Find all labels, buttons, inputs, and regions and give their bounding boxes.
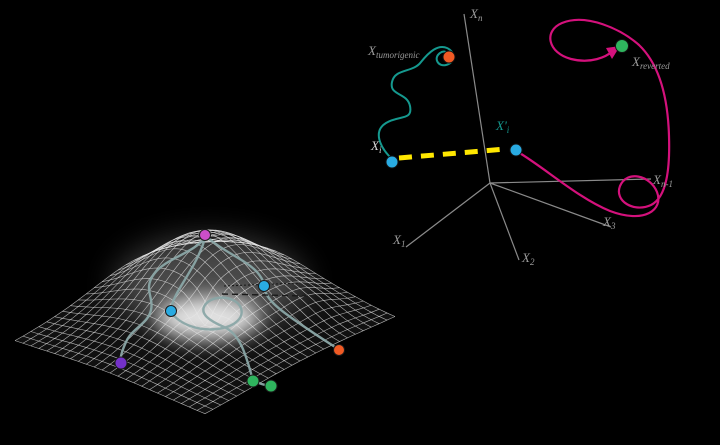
axis-xn-minus-1 bbox=[489, 178, 652, 184]
mesh-line bbox=[181, 304, 372, 404]
landscape-annotation-dashed-line bbox=[221, 293, 309, 297]
peak-state-dot bbox=[199, 229, 211, 241]
mesh-line bbox=[157, 291, 348, 394]
mesh-line bbox=[189, 308, 380, 408]
state-space-diagram: Xn X1 X2 X3 Xn-1 Xi X'i Xtumorigenic Xre… bbox=[367, 6, 673, 267]
state-space-labels: Xn X1 X2 X3 Xn-1 Xi X'i Xtumorigenic Xre… bbox=[367, 6, 673, 267]
green-state-dot-2 bbox=[264, 379, 278, 393]
point-label-xi: Xi bbox=[370, 138, 382, 155]
landscape-dots bbox=[114, 229, 345, 393]
valley-blue-dot-left bbox=[165, 305, 177, 317]
mesh-line bbox=[117, 260, 308, 377]
orange-state-dot-landscape bbox=[333, 344, 345, 356]
valley-blue-dot-right bbox=[258, 280, 270, 292]
reverted-state-dot bbox=[615, 39, 629, 53]
axis-x2 bbox=[489, 182, 520, 261]
mesh-line bbox=[54, 233, 245, 354]
mesh-line bbox=[196, 312, 388, 411]
axis-label-xn-minus-1: Xn-1 bbox=[652, 172, 673, 189]
axis-xn bbox=[463, 13, 491, 184]
xi-state-dot bbox=[385, 155, 399, 169]
axis-label-x2: X2 bbox=[521, 250, 535, 267]
mesh-line bbox=[109, 252, 301, 374]
mesh-line bbox=[141, 281, 332, 387]
state-space-dots bbox=[385, 39, 629, 169]
green-state-dot-1 bbox=[246, 374, 260, 388]
axis-x3 bbox=[489, 182, 612, 228]
mesh-line bbox=[133, 275, 324, 384]
valley-path-crater-loop bbox=[169, 296, 254, 379]
mesh-line bbox=[22, 239, 213, 344]
mesh-line bbox=[204, 316, 396, 414]
mesh-line bbox=[30, 240, 221, 347]
xi-prime-state-dot bbox=[509, 143, 523, 157]
landscape-annotation-scribble bbox=[223, 282, 301, 287]
mesh-line bbox=[86, 232, 277, 365]
purple-state-dot bbox=[114, 356, 128, 370]
valley-path-left bbox=[119, 236, 207, 364]
point-label-xi-prime: X'i bbox=[495, 118, 510, 135]
mesh-line bbox=[38, 239, 229, 349]
mesh-line bbox=[62, 230, 253, 357]
reverted-trajectory bbox=[516, 18, 671, 218]
tumorigenic-state-dot bbox=[442, 50, 456, 64]
tumorigenic-trajectory bbox=[377, 46, 455, 161]
mesh-line bbox=[101, 244, 293, 371]
mesh-line bbox=[70, 229, 261, 360]
mesh-line bbox=[149, 287, 340, 390]
mesh-line bbox=[173, 300, 364, 401]
point-label-tumorigenic: Xtumorigenic bbox=[367, 43, 419, 60]
axis-x1 bbox=[405, 182, 491, 248]
point-label-reverted: Xreverted bbox=[631, 54, 670, 71]
axis-label-xn: Xn bbox=[469, 6, 483, 23]
axis-label-x3: X3 bbox=[602, 214, 616, 231]
axis-label-x1: X1 bbox=[392, 232, 405, 249]
epigenetic-landscape-mesh bbox=[14, 229, 396, 414]
reprogramming-dashed-transition bbox=[398, 146, 507, 161]
mesh-line bbox=[165, 296, 356, 397]
